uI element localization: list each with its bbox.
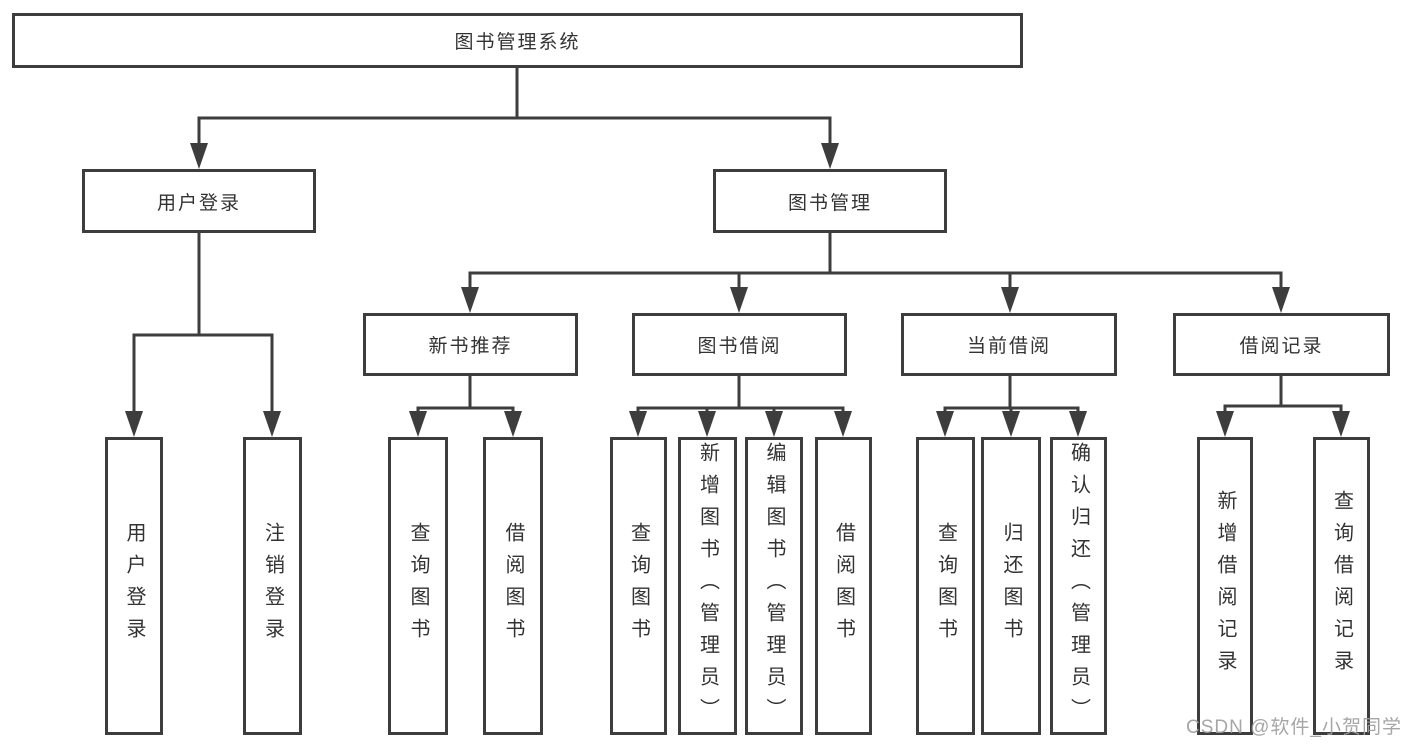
arrowhead-icon bbox=[629, 411, 647, 437]
node-leaf-add-borrow-record: 新增借阅记录 bbox=[1197, 437, 1253, 735]
tree-arrowheads bbox=[125, 118, 1350, 437]
node-label-leaf-query-books-1: 查询图书 bbox=[407, 522, 429, 650]
node-user-login: 用户登录 bbox=[82, 169, 316, 233]
node-leaf-add-books: 新增图书（管理员） bbox=[678, 437, 737, 735]
node-leaf-logout: 注销登录 bbox=[243, 437, 302, 735]
node-leaf-return-books: 归还图书 bbox=[981, 437, 1041, 735]
node-label-leaf-query-books-2: 查询图书 bbox=[627, 522, 650, 650]
node-label-leaf-confirm-return: 确认归还（管理员） bbox=[1067, 442, 1090, 730]
arrowhead-icon bbox=[1216, 411, 1234, 437]
node-label-leaf-borrow-books-2: 借阅图书 bbox=[832, 522, 855, 650]
arrowhead-icon bbox=[1002, 411, 1020, 437]
arrowhead-icon bbox=[765, 411, 783, 437]
node-leaf-user-login: 用户登录 bbox=[105, 437, 163, 735]
node-leaf-query-books-1: 查询图书 bbox=[388, 437, 448, 735]
arrowhead-icon bbox=[698, 411, 716, 437]
node-new-book-recommend: 新书推荐 bbox=[363, 313, 578, 376]
node-leaf-query-books-3: 查询图书 bbox=[916, 437, 975, 735]
arrowhead-icon bbox=[190, 143, 208, 169]
arrowhead-icon bbox=[821, 143, 839, 169]
node-label-new-book-recommend: 新书推荐 bbox=[428, 336, 513, 357]
arrowhead-icon bbox=[409, 411, 427, 437]
arrowhead-icon bbox=[730, 287, 748, 313]
node-book-borrow: 图书借阅 bbox=[632, 313, 847, 376]
node-label-leaf-add-books: 新增图书（管理员） bbox=[696, 442, 719, 730]
node-leaf-query-borrow-record: 查询借阅记录 bbox=[1313, 437, 1370, 735]
node-borrow-records: 借阅记录 bbox=[1173, 313, 1390, 376]
node-leaf-edit-books: 编辑图书（管理员） bbox=[745, 437, 803, 735]
node-label-current-borrow: 当前借阅 bbox=[966, 336, 1051, 357]
node-label-book-borrow: 图书借阅 bbox=[697, 336, 782, 357]
node-leaf-borrow-books-1: 借阅图书 bbox=[483, 437, 543, 735]
node-root: 图书管理系统 bbox=[12, 13, 1023, 68]
node-leaf-query-books-2: 查询图书 bbox=[610, 437, 667, 735]
arrowhead-icon bbox=[936, 411, 954, 437]
arrowhead-icon bbox=[1069, 411, 1087, 437]
node-label-book-management: 图书管理 bbox=[787, 192, 872, 214]
node-label-leaf-user-login: 用户登录 bbox=[123, 522, 145, 650]
node-label-root: 图书管理系统 bbox=[454, 32, 581, 53]
node-label-borrow-records: 借阅记录 bbox=[1239, 336, 1324, 357]
node-leaf-borrow-books-2: 借阅图书 bbox=[815, 437, 872, 735]
node-label-leaf-edit-books: 编辑图书（管理员） bbox=[763, 442, 785, 730]
node-label-leaf-return-books: 归还图书 bbox=[1000, 522, 1022, 650]
node-label-leaf-query-borrow-record: 查询借阅记录 bbox=[1330, 490, 1353, 682]
node-current-borrow: 当前借阅 bbox=[901, 313, 1117, 376]
node-label-leaf-logout: 注销登录 bbox=[261, 522, 284, 650]
node-label-leaf-add-borrow-record: 新增借阅记录 bbox=[1214, 490, 1236, 682]
arrowhead-icon bbox=[263, 411, 281, 437]
node-label-leaf-borrow-books-1: 借阅图书 bbox=[502, 522, 524, 650]
node-label-leaf-query-books-3: 查询图书 bbox=[934, 522, 957, 650]
arrowhead-icon bbox=[461, 287, 479, 313]
node-leaf-confirm-return: 确认归还（管理员） bbox=[1050, 437, 1107, 735]
arrowhead-icon bbox=[1272, 287, 1290, 313]
node-book-management: 图书管理 bbox=[713, 169, 947, 233]
arrowhead-icon bbox=[125, 411, 143, 437]
arrowhead-icon bbox=[504, 411, 522, 437]
arrowhead-icon bbox=[1332, 411, 1350, 437]
arrowhead-icon bbox=[1001, 287, 1019, 313]
arrowhead-icon bbox=[834, 411, 852, 437]
csdn-watermark: CSDN @软件_小贺同学 bbox=[1186, 717, 1402, 738]
node-label-user-login: 用户登录 bbox=[156, 192, 241, 214]
